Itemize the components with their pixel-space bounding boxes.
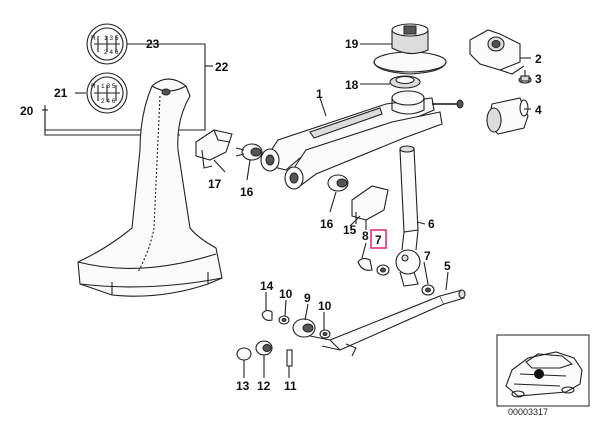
knob-bottom-row1: 1 3 5 (101, 83, 116, 90)
label-2: 2 (535, 52, 542, 66)
label-9: 9 (304, 291, 311, 305)
highlight-box-7 (370, 229, 387, 249)
washer-10a (278, 315, 290, 325)
label-1: 1 (316, 87, 323, 101)
label-21: 21 (54, 86, 68, 100)
washer-7a (376, 264, 390, 276)
clip-15 (351, 185, 389, 230)
rubber-mount-4 (486, 97, 529, 135)
label-20: 20 (20, 104, 34, 118)
bushing-16b (327, 174, 349, 192)
car-location-thumbnail (496, 334, 590, 407)
label-8: 8 (362, 229, 369, 243)
bushing-16a (235, 143, 263, 161)
cap-13 (236, 347, 252, 361)
clip-14 (261, 309, 273, 321)
leader-lines (42, 43, 531, 378)
label-18: 18 (345, 78, 359, 92)
label-7-highlighted: 7 (375, 233, 382, 247)
label-10b: 10 (318, 299, 332, 313)
bracket-2 (469, 29, 525, 75)
washer-10b (319, 329, 331, 339)
bracket-17 (195, 129, 233, 169)
label-13: 13 (236, 379, 250, 393)
label-10a: 10 (279, 287, 293, 301)
knob-bottom-reverse: R (91, 83, 96, 90)
reference-code: 00003317 (508, 407, 548, 417)
label-12: 12 (257, 379, 271, 393)
label-19: 19 (345, 37, 359, 51)
selector-rod-5 (309, 289, 466, 357)
label-4: 4 (535, 103, 542, 117)
shift-pattern-knob-bottom: 1 3 5 2 4 6 R (86, 72, 128, 114)
ring-18 (389, 75, 421, 89)
shift-pattern-knob-top: 1 3 5 2 4 6 R (86, 23, 128, 65)
label-22: 22 (215, 60, 229, 74)
label-16a: 16 (240, 185, 254, 199)
washer-7b (421, 284, 435, 296)
label-3: 3 (535, 72, 542, 86)
label-7: 7 (424, 249, 431, 263)
label-14: 14 (260, 279, 274, 293)
label-5: 5 (444, 259, 451, 273)
label-6: 6 (428, 217, 435, 231)
pin-11 (286, 349, 293, 367)
joint-9 (292, 318, 316, 338)
clip-8 (357, 257, 373, 271)
knob-bottom-row2: 2 4 6 (101, 98, 116, 105)
label-23: 23 (146, 37, 160, 51)
knob-top-row1: 1 3 5 (104, 35, 119, 42)
label-11: 11 (284, 379, 297, 393)
screw-3 (518, 70, 532, 84)
shift-lever-6 (395, 145, 421, 287)
shift-boot (77, 78, 223, 297)
location-marker-icon (534, 369, 544, 379)
label-16b: 16 (320, 217, 334, 231)
label-15: 15 (343, 223, 357, 237)
bushing-12 (255, 340, 273, 356)
label-17: 17 (208, 177, 222, 191)
knob-top-row2: 2 4 6 (104, 49, 119, 56)
shift-arm-1 (260, 90, 464, 190)
bushing-19 (373, 23, 447, 75)
knob-top-reverse: R (91, 35, 96, 42)
